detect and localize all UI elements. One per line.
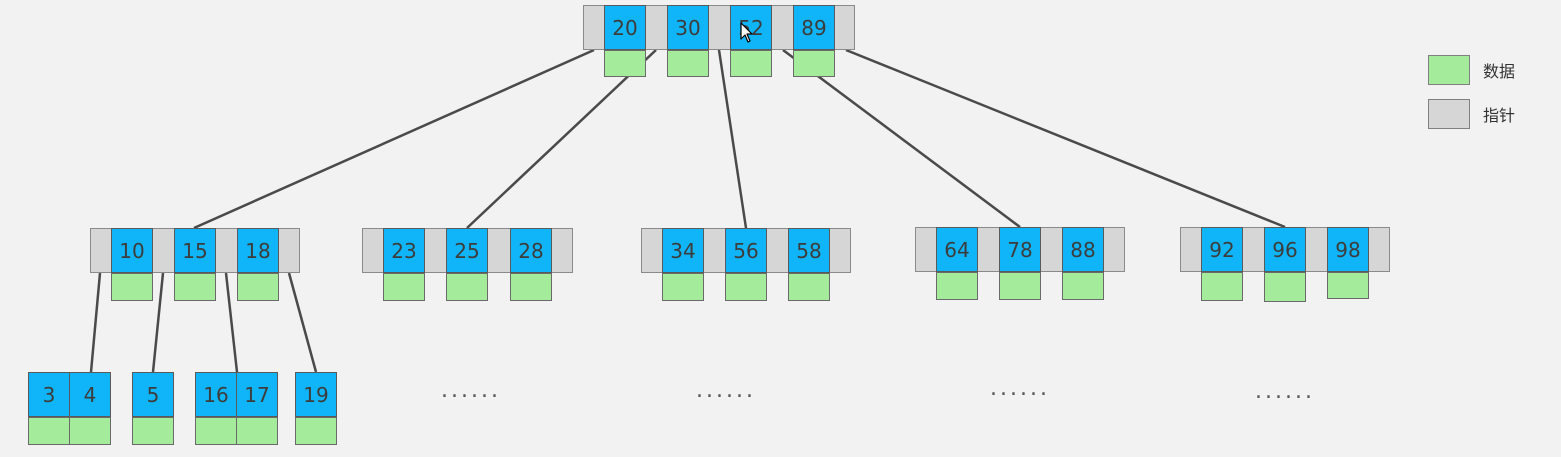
node3-key-1: 34 <box>662 228 704 273</box>
node2-key-2: 25 <box>446 228 488 273</box>
node4-key-3: 88 <box>1062 227 1104 272</box>
node3-data-3 <box>788 273 830 301</box>
leaf2-key-1: 5 <box>132 372 174 417</box>
node5-data-1 <box>1201 272 1243 301</box>
legend-pointer: 指针 <box>1428 99 1515 129</box>
ellipsis-4: ...... <box>1255 379 1315 404</box>
root-key-4: 89 <box>793 5 835 50</box>
node2-data-2 <box>446 273 488 301</box>
node1-key-2: 15 <box>174 228 216 273</box>
legend-data-swatch <box>1428 55 1470 85</box>
node4-data-3 <box>1062 272 1104 300</box>
edge-3 <box>717 49 748 229</box>
root-data-2 <box>667 50 709 77</box>
node5-key-2: 96 <box>1264 227 1306 272</box>
node2-key-3: 28 <box>510 228 552 273</box>
root-key-3: 52 <box>730 5 772 50</box>
leaf4-key-1: 19 <box>295 372 337 417</box>
leaf1-data-1 <box>28 417 70 445</box>
edge-7 <box>151 272 165 373</box>
node1-data-3 <box>237 273 279 301</box>
edge-2 <box>466 49 657 229</box>
node4-data-1 <box>936 272 978 300</box>
node1-key-3: 18 <box>237 228 279 273</box>
node3-data-2 <box>725 273 767 301</box>
leaf1-data-2 <box>69 417 111 445</box>
node4-key-2: 78 <box>999 227 1041 272</box>
edge-8 <box>224 272 239 373</box>
leaf1-key-2: 4 <box>69 372 111 417</box>
leaf3-key-2: 17 <box>236 372 278 417</box>
root-data-1 <box>604 50 646 77</box>
edge-5 <box>845 48 1286 229</box>
root-key-1: 20 <box>604 5 646 50</box>
node1-data-1 <box>111 273 153 301</box>
node5-key-3: 98 <box>1327 227 1369 272</box>
node5-data-3 <box>1327 272 1369 299</box>
root-data-4 <box>793 50 835 77</box>
edge-1 <box>193 48 595 230</box>
ellipsis-3: ...... <box>990 376 1050 401</box>
edge-6 <box>89 272 102 373</box>
leaf1-key-1: 3 <box>28 372 70 417</box>
edge-9 <box>287 272 318 373</box>
node3-key-3: 58 <box>788 228 830 273</box>
legend-pointer-swatch <box>1428 99 1470 129</box>
ellipsis-2: ...... <box>696 378 756 403</box>
root-data-3 <box>730 50 772 77</box>
node2-data-1 <box>383 273 425 301</box>
legend-pointer-label: 指针 <box>1483 106 1516 125</box>
node5-data-2 <box>1264 272 1306 302</box>
legend-data: 数据 <box>1428 55 1515 85</box>
node4-data-2 <box>999 272 1041 300</box>
edge-4 <box>782 48 1021 229</box>
root-key-2: 30 <box>667 5 709 50</box>
leaf3-data-1 <box>195 417 237 445</box>
node2-key-1: 23 <box>383 228 425 273</box>
node4-key-1: 64 <box>936 227 978 272</box>
leaf2-data-1 <box>132 417 174 445</box>
node1-data-2 <box>174 273 216 301</box>
node1-key-1: 10 <box>111 228 153 273</box>
leaf3-data-2 <box>236 417 278 445</box>
node2-data-3 <box>510 273 552 301</box>
leaf4-data-1 <box>295 417 337 445</box>
node5-key-1: 92 <box>1201 227 1243 272</box>
legend-data-label: 数据 <box>1483 62 1516 81</box>
ellipsis-1: ...... <box>441 378 501 403</box>
mouse-cursor-icon <box>740 22 753 43</box>
node3-key-2: 56 <box>725 228 767 273</box>
leaf3-key-1: 16 <box>195 372 237 417</box>
node3-data-1 <box>662 273 704 301</box>
